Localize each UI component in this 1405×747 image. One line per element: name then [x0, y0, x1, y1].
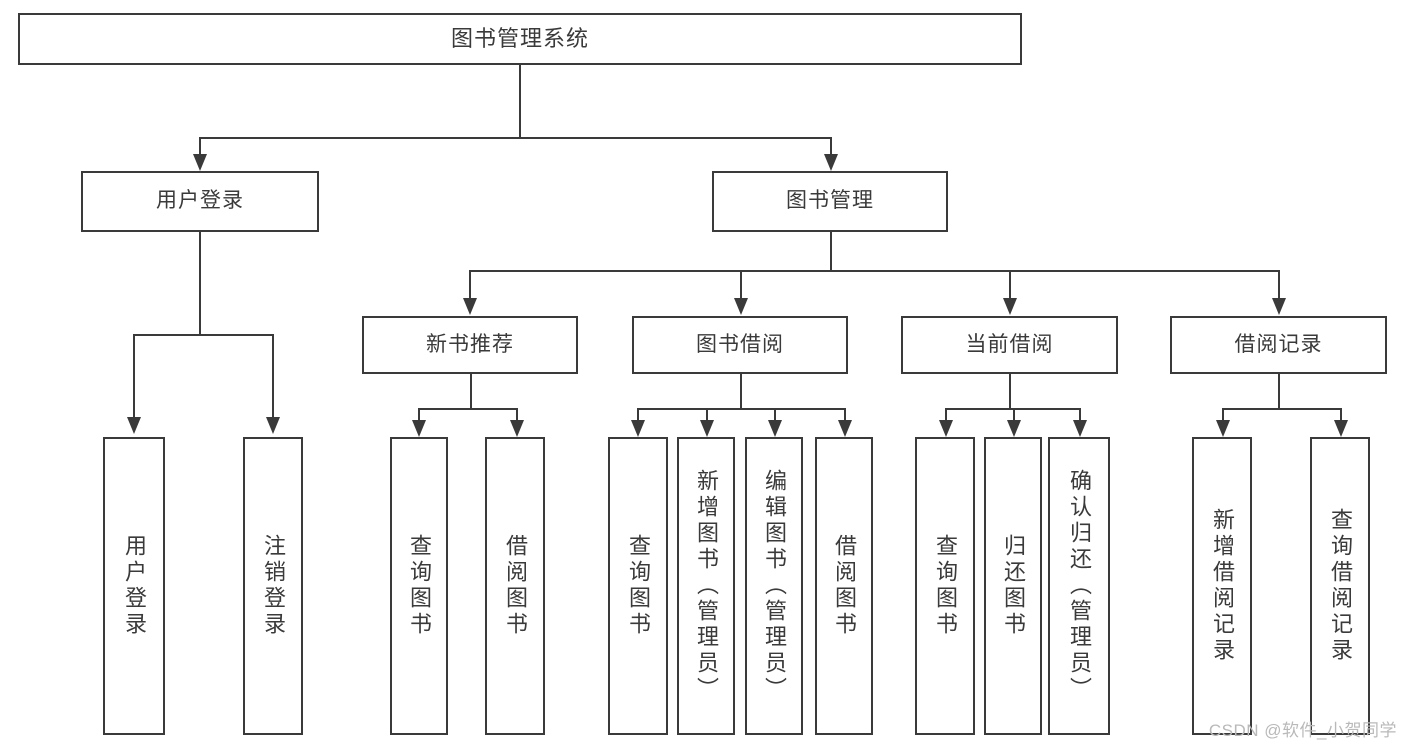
connector-newbook-stem	[470, 374, 472, 408]
connector-record-bus	[1222, 408, 1340, 410]
node-label: 借阅记录	[1234, 332, 1323, 356]
connector-root-bus	[199, 137, 831, 139]
connector-newbook-branch-1-arrowhead-icon	[510, 420, 524, 437]
node-leaf-12[interactable]: 查询借阅记录	[1310, 437, 1370, 735]
connector-borrow-branch-0-stem	[637, 408, 639, 420]
node-label: 查询图书	[626, 534, 651, 638]
connector-newbook-branch-0-stem	[418, 408, 420, 420]
connector-record-stem	[1278, 374, 1280, 408]
connector-login-branch-1-stem	[272, 334, 274, 417]
node-level2-0[interactable]: 用户登录	[81, 171, 319, 232]
connector-current-branch-2-arrowhead-icon	[1073, 420, 1087, 437]
node-level3-3[interactable]: 借阅记录	[1170, 316, 1387, 374]
connector-root-branch-0-arrowhead-icon	[193, 154, 207, 171]
connector-login-stem	[199, 232, 201, 334]
node-label: 查询借阅记录	[1328, 508, 1353, 664]
connector-mgmt-branch-1-stem	[740, 270, 742, 298]
node-level3-2[interactable]: 当前借阅	[901, 316, 1118, 374]
connector-current-branch-1-stem	[1013, 408, 1015, 420]
node-leaf-9[interactable]: 归还图书	[984, 437, 1042, 735]
connector-borrow-branch-2-arrowhead-icon	[768, 420, 782, 437]
connector-record-branch-0-arrowhead-icon	[1216, 420, 1230, 437]
node-label: 新书推荐	[426, 332, 514, 356]
connector-mgmt-branch-2-stem	[1009, 270, 1011, 298]
connector-mgmt-branch-3-stem	[1278, 270, 1280, 298]
connector-mgmt-bus	[469, 270, 1279, 272]
node-leaf-8[interactable]: 查询图书	[915, 437, 975, 735]
connector-borrow-bus	[637, 408, 844, 410]
node-level3-0[interactable]: 新书推荐	[362, 316, 578, 374]
node-leaf-5[interactable]: 新增图书（管理员）	[677, 437, 735, 735]
connector-borrow-stem	[740, 374, 742, 408]
node-label: 当前借阅	[965, 332, 1054, 356]
connector-root-branch-1-arrowhead-icon	[824, 154, 838, 171]
connector-login-branch-0-stem	[133, 334, 135, 417]
node-level2-1[interactable]: 图书管理	[712, 171, 948, 232]
connector-login-branch-1-arrowhead-icon	[266, 417, 280, 434]
connector-record-branch-1-arrowhead-icon	[1334, 420, 1348, 437]
connector-record-branch-0-stem	[1222, 408, 1224, 420]
connector-newbook-branch-1-stem	[516, 408, 518, 420]
node-label: 借阅图书	[503, 534, 528, 638]
node-label: 归还图书	[1001, 534, 1026, 638]
connector-login-branch-0-arrowhead-icon	[127, 417, 141, 434]
connector-current-stem	[1009, 374, 1011, 408]
node-label: 图书借阅	[696, 332, 784, 356]
node-leaf-11[interactable]: 新增借阅记录	[1192, 437, 1252, 735]
node-leaf-7[interactable]: 借阅图书	[815, 437, 873, 735]
node-leaf-2[interactable]: 查询图书	[390, 437, 448, 735]
connector-current-branch-0-stem	[945, 408, 947, 420]
connector-mgmt-branch-0-arrowhead-icon	[463, 298, 477, 315]
connector-mgmt-branch-1-arrowhead-icon	[734, 298, 748, 315]
connector-mgmt-branch-3-arrowhead-icon	[1272, 298, 1286, 315]
connector-root-branch-1-stem	[830, 137, 832, 154]
node-leaf-4[interactable]: 查询图书	[608, 437, 668, 735]
node-label: 确认归还（管理员）	[1067, 469, 1092, 703]
connector-record-branch-1-stem	[1340, 408, 1342, 420]
connector-borrow-branch-3-arrowhead-icon	[838, 420, 852, 437]
connector-current-branch-0-arrowhead-icon	[939, 420, 953, 437]
connector-current-branch-2-stem	[1079, 408, 1081, 420]
connector-borrow-branch-1-arrowhead-icon	[700, 420, 714, 437]
node-label: 查询图书	[407, 534, 432, 638]
node-leaf-0[interactable]: 用户登录	[103, 437, 165, 735]
connector-mgmt-branch-0-stem	[469, 270, 471, 298]
node-level3-1[interactable]: 图书借阅	[632, 316, 848, 374]
connector-borrow-branch-3-stem	[844, 408, 846, 420]
connector-current-branch-1-arrowhead-icon	[1007, 420, 1021, 437]
connector-mgmt-branch-2-arrowhead-icon	[1003, 298, 1017, 315]
connector-root-branch-0-stem	[199, 137, 201, 154]
connector-login-bus	[133, 334, 272, 336]
connector-root-stem	[519, 65, 521, 137]
connector-borrow-branch-1-stem	[706, 408, 708, 420]
connector-mgmt-stem	[830, 232, 832, 270]
node-label: 图书管理	[786, 189, 874, 213]
connector-borrow-branch-0-arrowhead-icon	[631, 420, 645, 437]
node-label: 注销登录	[261, 534, 286, 638]
node-label: 借阅图书	[832, 534, 857, 638]
node-leaf-1[interactable]: 注销登录	[243, 437, 303, 735]
connector-current-bus	[945, 408, 1079, 410]
node-root[interactable]: 图书管理系统	[18, 13, 1022, 65]
connector-borrow-branch-2-stem	[774, 408, 776, 420]
node-label: 用户登录	[156, 189, 244, 213]
node-label: 编辑图书（管理员）	[762, 469, 787, 703]
node-leaf-6[interactable]: 编辑图书（管理员）	[745, 437, 803, 735]
node-label: 图书管理系统	[450, 26, 589, 52]
node-label: 新增图书（管理员）	[694, 469, 719, 703]
node-leaf-3[interactable]: 借阅图书	[485, 437, 545, 735]
connector-newbook-bus	[418, 408, 516, 410]
node-label: 新增借阅记录	[1210, 508, 1235, 664]
node-label: 用户登录	[122, 534, 147, 638]
node-label: 查询图书	[933, 534, 958, 638]
node-leaf-10[interactable]: 确认归还（管理员）	[1048, 437, 1110, 735]
connector-newbook-branch-0-arrowhead-icon	[412, 420, 426, 437]
